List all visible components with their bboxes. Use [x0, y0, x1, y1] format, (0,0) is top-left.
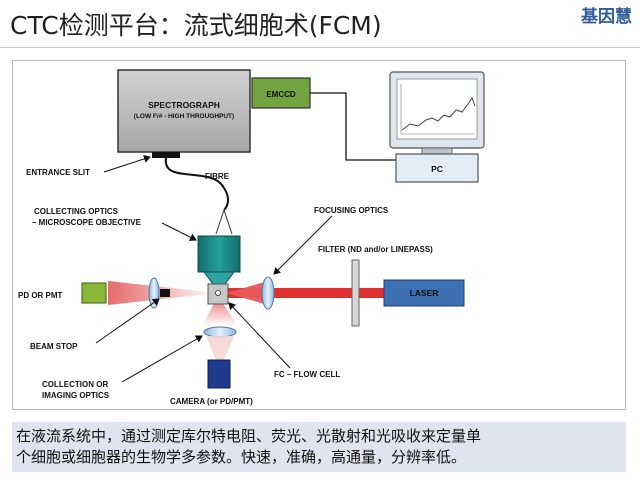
- entrance-slit-leader: [103, 155, 151, 173]
- flow-cell: [207, 283, 229, 305]
- collection-lens-bottom: [203, 326, 237, 338]
- focusing-lens: [261, 276, 275, 310]
- beam-stop-leader: [95, 298, 160, 344]
- emccd-box: EMCCD: [251, 77, 311, 109]
- spectrograph-label: SPECTROGRAPH: [148, 100, 220, 110]
- caption-line-1: 在液流系统中，通过测定库尔特电阻、荧光、光散射和光吸收来定量单: [16, 427, 482, 445]
- focusing-optics-label: FOCUSING OPTICS: [314, 206, 389, 215]
- pc-monitor: [389, 71, 485, 155]
- fibre-ray-left: [215, 209, 225, 235]
- microscope-objective: [197, 235, 241, 285]
- spectrograph-box: SPECTROGRAPH (LOW F/# - HIGH THROUGHPUT): [117, 69, 251, 153]
- collecting-optics-leader: [161, 222, 197, 241]
- emccd-pc-cable: [310, 92, 396, 161]
- emccd-label: EMCCD: [266, 90, 296, 99]
- caption-line-2: 个细胞或细胞器的生物学多参数。快速，准确，高通量，分辨率低。: [16, 448, 467, 466]
- filter-label: FILTER (ND and/or LINEPASS): [318, 245, 433, 254]
- flow-cell-leader: [228, 302, 291, 369]
- caption-box: 在液流系统中，通过测定库尔特电阻、荧光、光散射和光吸收来定量单 个细胞或细胞器的…: [12, 422, 626, 472]
- pc-label: PC: [431, 164, 443, 174]
- laser-beam: [226, 288, 386, 298]
- collecting-optics-label-2: – MICROSCOPE OBJECTIVE: [32, 218, 142, 227]
- focusing-optics-leader: [273, 215, 333, 275]
- entrance-slit-label: ENTRANCE SLIT: [26, 168, 90, 177]
- pc-box: PC: [395, 153, 479, 183]
- fibre-ray-right: [223, 209, 233, 235]
- brand-logo: 基因慧: [581, 7, 632, 27]
- laser-label: LASER: [410, 288, 439, 298]
- fibre-cable: [164, 157, 230, 211]
- diagram-frame: [12, 60, 626, 410]
- beam-stop: [160, 289, 170, 297]
- collecting-optics-label-1: COLLECTING OPTICS: [34, 207, 119, 216]
- fcm-setup-diagram: SPECTROGRAPH (LOW F/# - HIGH THROUGHPUT)…: [18, 69, 485, 406]
- spectrum-trace: [401, 96, 476, 131]
- pd-pmt-detector: [81, 282, 107, 304]
- collection-optics-leader: [121, 335, 203, 383]
- camera-label: CAMERA (or PD/PMT): [170, 397, 253, 406]
- pd-pmt-label: PD OR PMT: [18, 291, 63, 300]
- focused-beam-cone: [226, 281, 268, 305]
- beam-stop-label: BEAM STOP: [30, 342, 78, 351]
- title-divider: [0, 47, 640, 48]
- spectrograph-sublabel: (LOW F/# - HIGH THROUGHPUT): [134, 113, 234, 120]
- collection-optics-label-1: COLLECTION OR: [42, 380, 108, 389]
- imaging-cone: [206, 336, 234, 360]
- slide-title: CTC检测平台：流式细胞术(FCM): [10, 11, 382, 40]
- side-scatter-cone: [202, 296, 238, 326]
- filter-plate: [351, 259, 360, 327]
- entrance-slit-block: [152, 152, 180, 158]
- collection-optics-label-2: IMAGING OPTICS: [42, 391, 110, 400]
- collection-lens-forward: [148, 277, 160, 309]
- laser-box: LASER: [383, 279, 465, 307]
- flow-cell-label: FC – FLOW CELL: [274, 370, 340, 379]
- fibre-label: FIBRE: [205, 172, 230, 181]
- camera-detector: [207, 359, 231, 389]
